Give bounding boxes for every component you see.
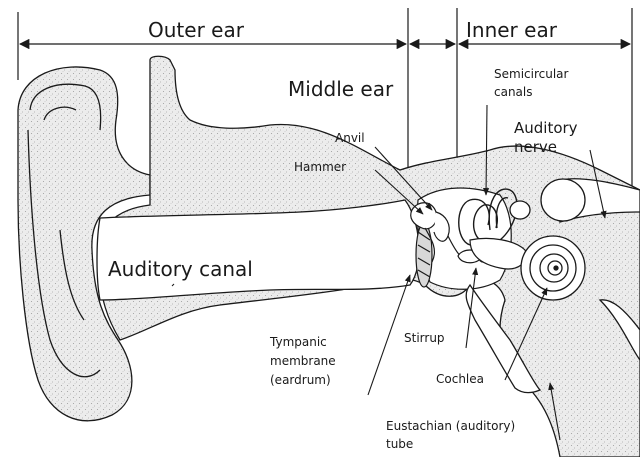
- label-anvil: Anvil: [335, 132, 365, 146]
- label-inner-ear: Inner ear: [466, 19, 557, 42]
- eardrum-shape: [416, 223, 432, 287]
- label-tympanic-1: Tympanic: [270, 336, 327, 350]
- label-eustachian-2: tube: [386, 438, 413, 452]
- label-stirrup: Stirrup: [404, 332, 445, 346]
- label-outer-ear: Outer ear: [148, 19, 244, 42]
- cochlea-shape: [521, 236, 585, 300]
- label-tympanic-3: (eardrum): [270, 374, 331, 388]
- label-hammer: Hammer: [294, 161, 346, 175]
- label-eustachian-1: Eustachian (auditory): [386, 420, 515, 434]
- label-semicircular-2: canals: [494, 86, 533, 100]
- label-auditory-canal: Auditory canal: [108, 258, 253, 281]
- label-auditory-nerve-2: nerve: [514, 139, 557, 156]
- label-middle-ear: Middle ear: [288, 78, 393, 101]
- label-semicircular-1: Semicircular: [494, 68, 568, 82]
- label-tympanic-2: membrane: [270, 355, 336, 369]
- label-cochlea: Cochlea: [436, 373, 484, 387]
- label-auditory-nerve-1: Auditory: [514, 120, 578, 137]
